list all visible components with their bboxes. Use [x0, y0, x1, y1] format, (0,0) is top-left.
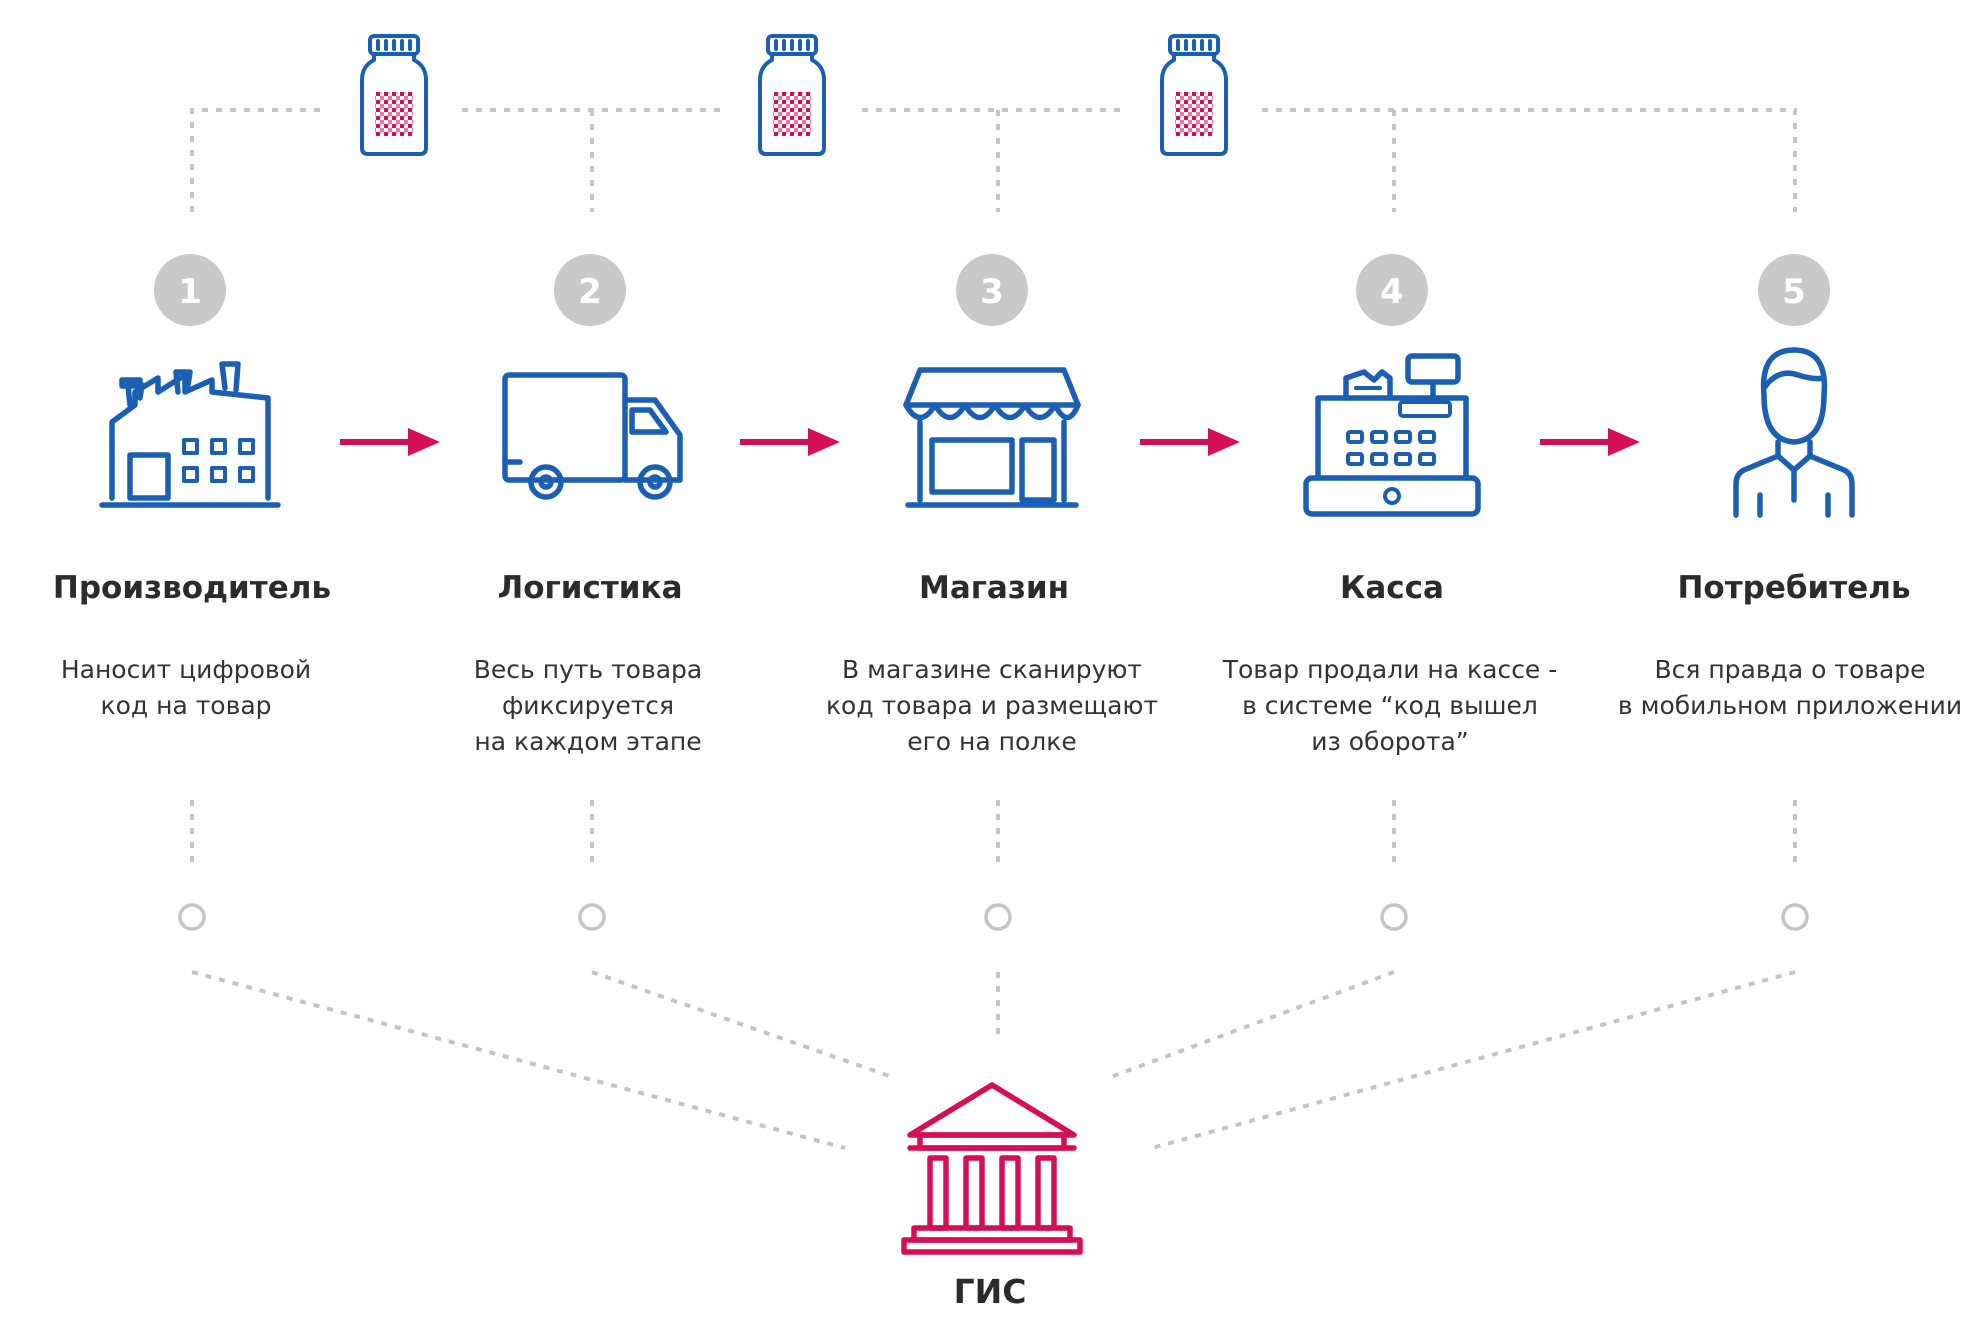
step-description-checkout: Товар продали на кассе - в системе “код … [1222, 655, 1558, 756]
step-number: 5 [1782, 272, 1806, 312]
store-icon [903, 367, 1081, 508]
step-number: 1 [178, 272, 202, 312]
step-badge-3: 3 [956, 254, 1028, 326]
step-badge-5: 5 [1758, 254, 1830, 326]
step-description-logistics: Весь путь товара фиксируется на каждом э… [473, 655, 703, 756]
government-building-icon [901, 1082, 1083, 1255]
cash-register-icon [1303, 353, 1481, 517]
step-badge-4: 4 [1356, 254, 1428, 326]
step-badge-1: 1 [154, 254, 226, 326]
product-jar-icon [758, 34, 826, 156]
step-number: 2 [578, 272, 602, 312]
step-title-producer: Производитель [52, 570, 332, 606]
step-badge-2: 2 [554, 254, 626, 326]
truck-icon [502, 372, 683, 500]
product-jar-icon [360, 34, 428, 156]
step-description-producer: Наносит цифровой код на товар [60, 655, 312, 720]
step-description-store: В магазине сканируют код товара и размещ… [825, 655, 1159, 756]
flow-arrow [740, 428, 840, 456]
bottom-connector-lines [190, 800, 1797, 1150]
step-description-consumer: Вся правда о товаре в мобильном приложен… [1617, 655, 1963, 720]
flow-arrow [1540, 428, 1640, 456]
connector-nodes [178, 903, 1809, 931]
flow-arrow [1140, 428, 1240, 456]
step-title-checkout: Касса [1340, 570, 1444, 606]
step-number: 4 [1380, 272, 1404, 312]
factory-icon [99, 361, 281, 508]
consumer-icon [1733, 347, 1855, 518]
top-connector-lines [190, 108, 1797, 212]
product-jar-icon [1160, 34, 1228, 156]
step-number: 3 [980, 272, 1004, 312]
gis-title: ГИС [953, 1272, 1027, 1311]
step-title-logistics: Логистика [497, 570, 683, 606]
step-title-consumer: Потребитель [1677, 570, 1911, 606]
step-title-store: Магазин [918, 570, 1070, 606]
flow-arrow [340, 428, 440, 456]
